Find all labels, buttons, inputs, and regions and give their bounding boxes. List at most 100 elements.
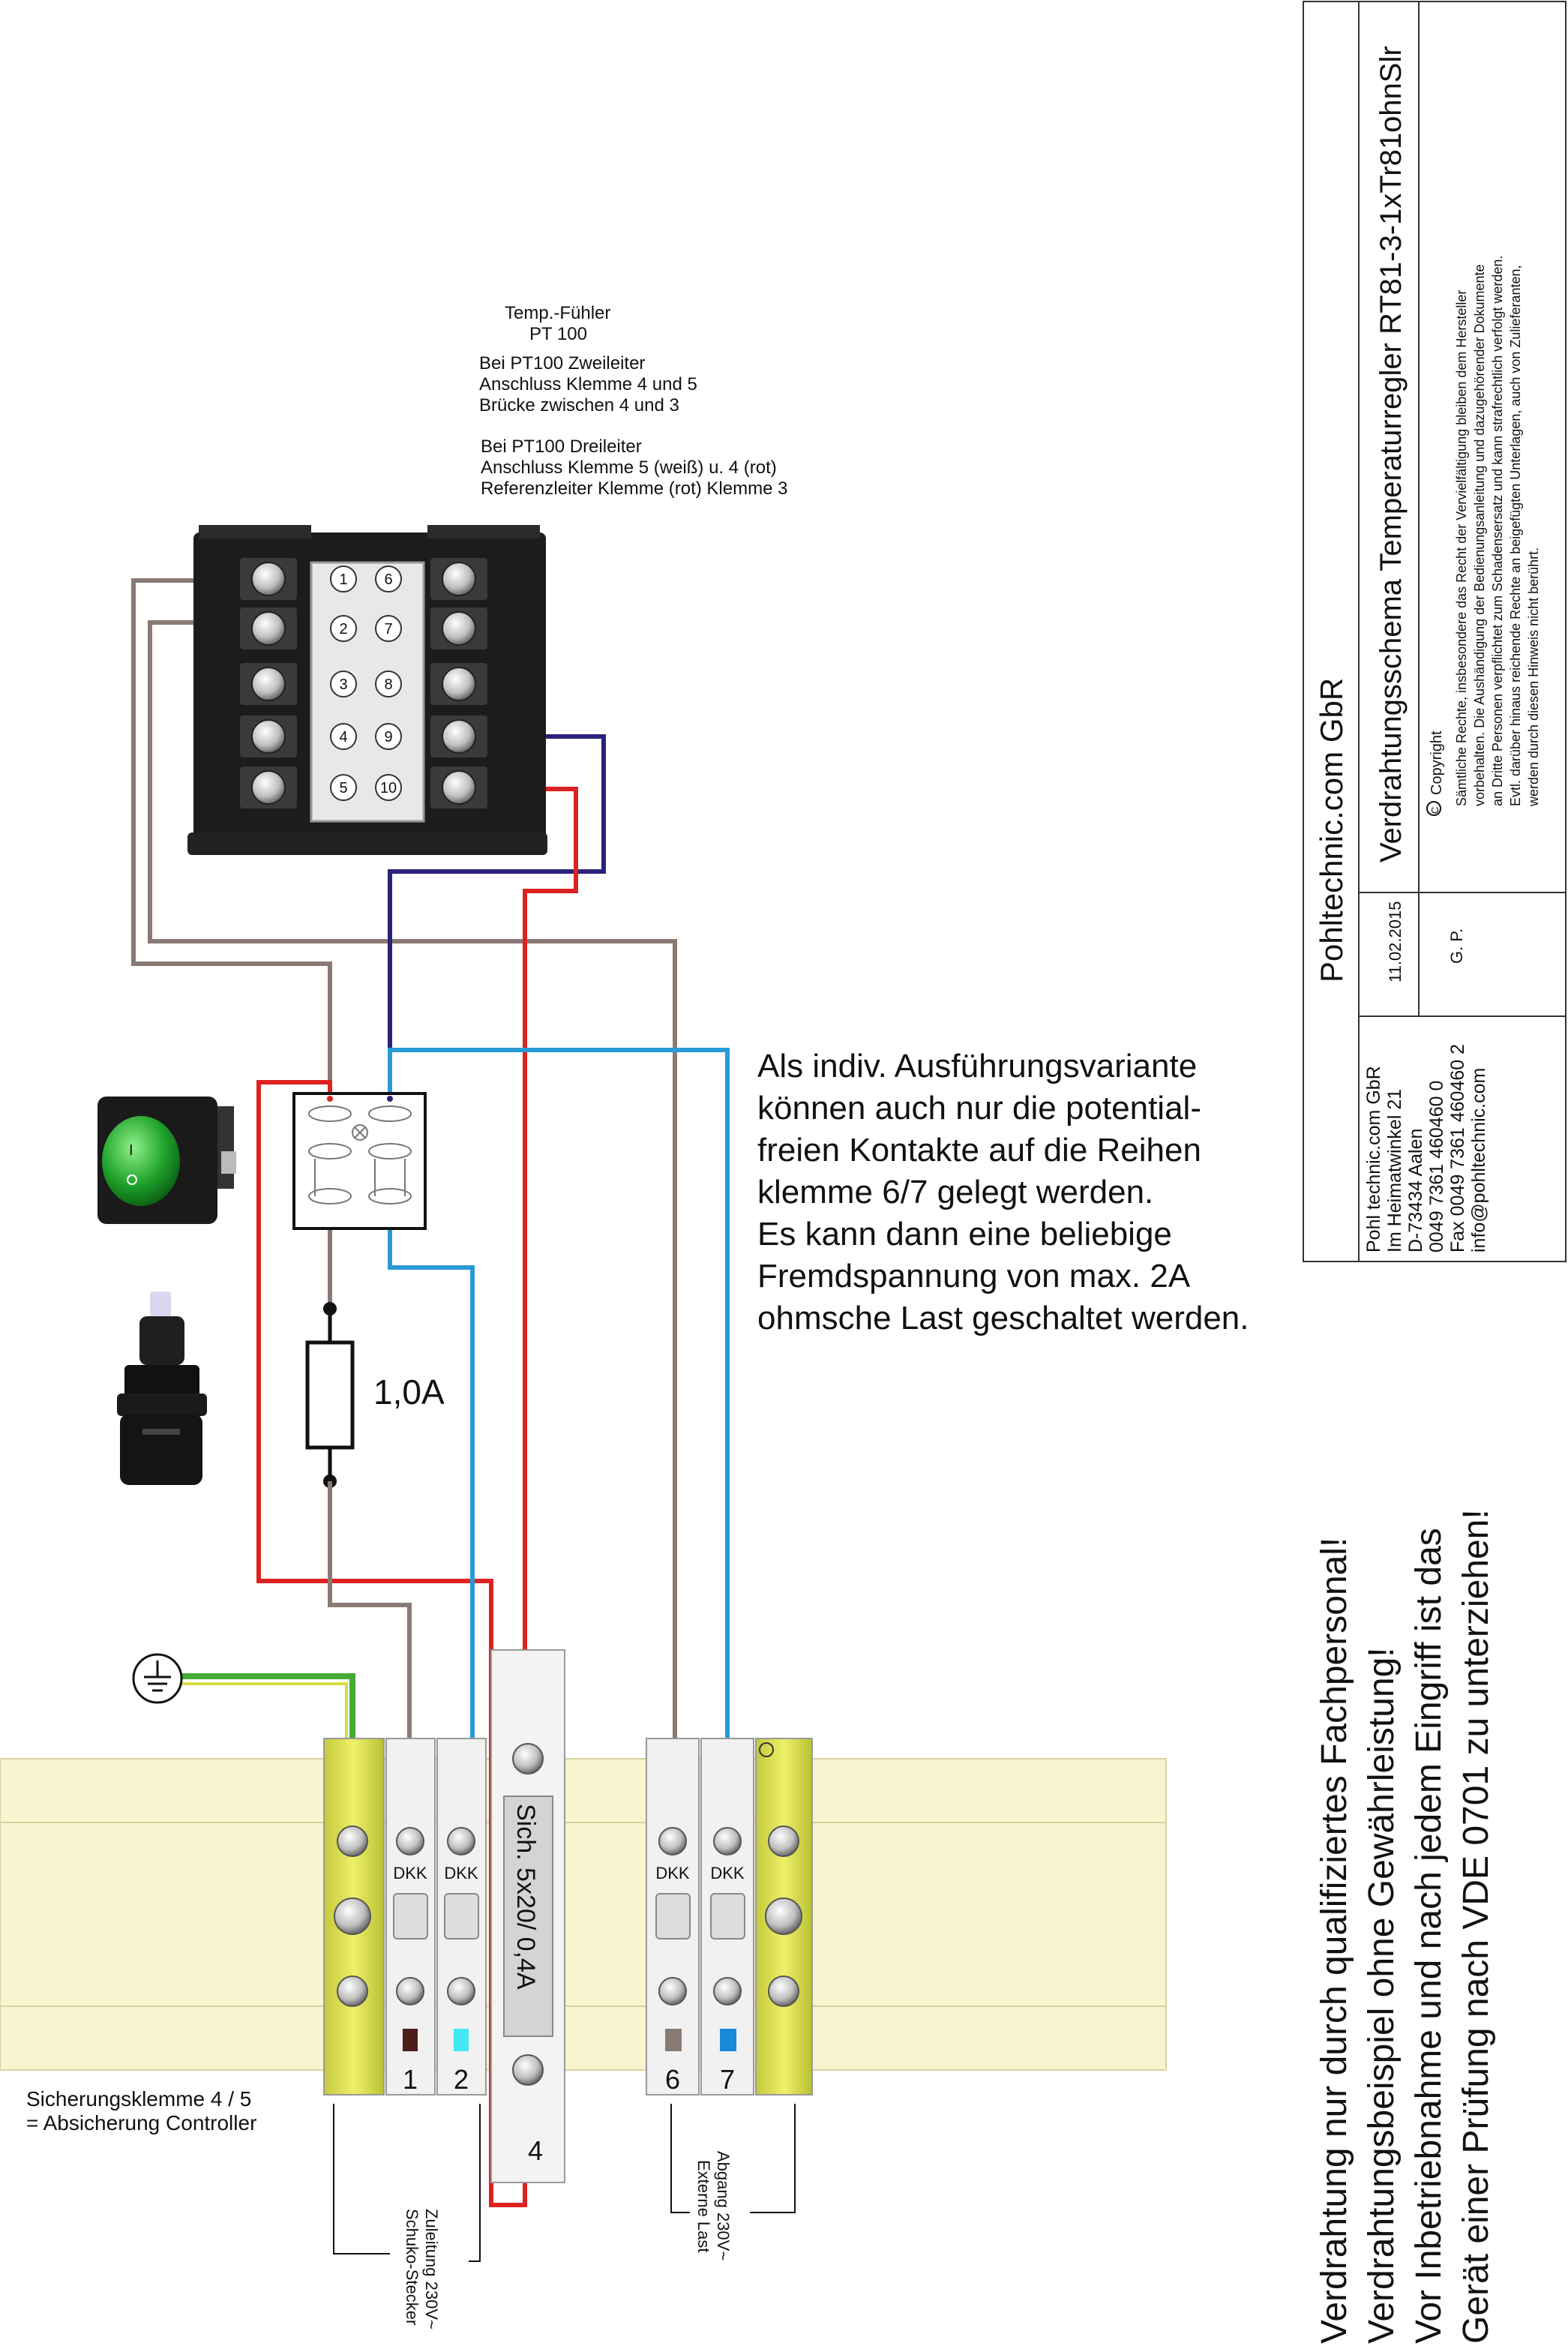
- controller-terminal-label-7: 7: [384, 621, 392, 638]
- three-wire-line-1: Bei PT100 Dreileiter: [481, 436, 642, 457]
- address-line-5: Fax 0049 7361 460460 2: [1447, 1044, 1468, 1252]
- terminal-1-number: 1: [403, 2064, 418, 2095]
- address-line-3: D-73434 Aalen: [1405, 1129, 1426, 1252]
- controller-terminal-marker-8: [375, 670, 402, 698]
- variant-note: Als indiv. Ausführungsvariante können au…: [757, 1048, 1249, 1336]
- variant-line-1: Als indiv. Ausführungsvariante: [757, 1048, 1197, 1084]
- drawing-title: Verdrahtungsschema Temperaturregler RT81…: [1375, 46, 1408, 862]
- copyright-line-5: werden durch diesen Hinweis nicht berühr…: [1526, 548, 1541, 807]
- terminal-6-number: 6: [665, 2064, 680, 2095]
- address-line-1: Pohl technic.com GbR: [1363, 1066, 1384, 1252]
- controller-screw-3: [251, 667, 286, 701]
- terminal-2-number: 2: [454, 2064, 469, 2095]
- fuse-terminal-label: Sich. 5x20/ 0,4A: [511, 1804, 540, 1990]
- controller-screw-6: [442, 562, 476, 596]
- two-wire-line-1: Bei PT100 Zweileiter: [479, 353, 645, 374]
- variant-line-7: ohmsche Last geschaltet werden.: [757, 1300, 1249, 1336]
- variant-line-3: freien Kontakte auf die Reihen: [757, 1132, 1201, 1168]
- warning-line-4: Gerät einer Prüfung nach VDE 0701 zu unt…: [1456, 1509, 1496, 2344]
- address-block: Pohl technic.com GbR Im Heimatwinkel 21 …: [1363, 1044, 1489, 1252]
- controller-screw-10: [442, 770, 476, 805]
- copyright-line-2: vorbehalten. Die Aushändigung der Bedien…: [1472, 264, 1487, 806]
- fuse-rating: 1,0A: [373, 1372, 445, 1412]
- sensor-title: Temp.-Fühler: [505, 303, 610, 323]
- din-rail: [0, 1758, 1167, 2071]
- copyright-line-3: an Dritte Personen verpflichtet zum Scha…: [1490, 256, 1505, 806]
- wire-cyan-switch-out: [388, 1048, 730, 1744]
- rail-annotations: Sicherungsklemme 4 / 5 = Absicherung Con…: [26, 2087, 256, 2134]
- supply-line-1: Zuleitung 230V~: [422, 2209, 441, 2330]
- controller-screw-4: [251, 719, 286, 754]
- controller-terminal-marker-7: [375, 615, 402, 642]
- wire-brown-t1: [131, 578, 332, 1099]
- address-line-2: Im Heimatwinkel 21: [1384, 1089, 1405, 1252]
- controller-terminal-marker-10: [375, 774, 402, 801]
- controller-terminal-label-5: 5: [339, 780, 347, 796]
- controller-screws-left: [240, 558, 297, 808]
- three-wire-line-2: Anschluss Klemme 5 (weiß) u. 4 (rot): [481, 458, 777, 478]
- fuse-holder-image: [117, 1292, 207, 1485]
- company-name: Pohltechnic.com GbR: [1314, 678, 1349, 982]
- wire-earth: [174, 1673, 355, 1744]
- supply-label: Zuleitung 230V~ Schuko-Stecker: [403, 2209, 441, 2330]
- controller-terminal-marker-3: [330, 670, 357, 698]
- warnings: Verdrahtung nur durch qualifiziertes Fac…: [1315, 1509, 1496, 2344]
- controller-terminal-marker-5: [330, 774, 357, 801]
- three-wire-line-3: Referenzleiter Klemme (rot) Klemme 3: [481, 478, 787, 499]
- controller-terminal-marker-2: [330, 615, 357, 642]
- drawing-author: G. P.: [1447, 928, 1466, 964]
- switch-box: [292, 1092, 427, 1230]
- outlet-line-1: Abgang 230V~: [714, 2151, 733, 2260]
- terminal-7: DKK 7: [700, 1738, 754, 2096]
- warning-line-1: Verdrahtung nur durch qualifiziertes Fac…: [1315, 1538, 1354, 2344]
- fuse-note-line-1: Sicherungsklemme 4 / 5: [26, 2087, 251, 2110]
- controller-screw-5: [251, 770, 286, 805]
- terminal-6-type: DKK: [655, 1864, 690, 1882]
- wire-blue-t9: [388, 734, 606, 1099]
- controller-terminal-label-4: 4: [339, 729, 347, 746]
- variant-line-6: Fremdspannung von max. 2A: [757, 1258, 1191, 1294]
- controller-terminal-label-3: 3: [339, 676, 347, 693]
- address-line-4: 0049 7361 460460 0: [1426, 1081, 1447, 1252]
- controller-terminal-label-10: 10: [380, 780, 397, 796]
- wire-brown-switch-fuse: [328, 1208, 412, 1744]
- warning-line-3: Vor Inbetriebnahme und nach jedem Eingri…: [1409, 1528, 1449, 2344]
- controller-screw-8: [442, 667, 476, 701]
- wire-red-switch: [256, 1080, 527, 2207]
- controller-screws-right: [430, 558, 487, 808]
- wire-red-t10: [457, 787, 578, 1650]
- copyright-block: C Copyright Sämtliche Rechte, insbesonde…: [1426, 256, 1541, 816]
- controller-screw-7: [442, 611, 476, 646]
- terminal-pe-right: [755, 1738, 813, 2096]
- terminal-4-fuse: Sich. 5x20/ 0,4A 4: [490, 1649, 565, 2183]
- controller-terminal-label-2: 2: [339, 621, 347, 638]
- fuse-note-line-2: = Absicherung Controller: [26, 2111, 256, 2134]
- title-block: Pohltechnic.com GbR Verdrahtungsschema T…: [1303, 1, 1567, 1262]
- terminal-1-type: DKK: [393, 1864, 427, 1882]
- terminal-2-type: DKK: [444, 1864, 478, 1882]
- copyright-label: Copyright: [1429, 730, 1445, 795]
- switch-mark-i: I: [129, 1142, 133, 1159]
- controller-terminal-marker-1: [330, 566, 357, 592]
- terminal-7-number: 7: [720, 2064, 735, 2095]
- terminal-2: DKK 2: [436, 1738, 487, 2096]
- terminal-1: DKK 1: [385, 1738, 436, 2096]
- supply-line-2: Schuko-Stecker: [403, 2209, 421, 2325]
- sensor-notes: Temp.-Fühler PT 100 Bei PT100 Zweileiter…: [479, 303, 787, 499]
- wire-brown-t2: [148, 620, 677, 1744]
- controller-terminal-marker-6: [375, 566, 402, 592]
- terminal-7-type: DKK: [710, 1864, 745, 1882]
- rocker-switch-image: I: [97, 1096, 236, 1224]
- copyright-line-1: Sämtliche Rechte, insbesondere das Recht…: [1454, 290, 1469, 806]
- variant-line-4: klemme 6/7 gelegt werden.: [757, 1174, 1153, 1210]
- controller-terminal-label-6: 6: [384, 572, 392, 588]
- terminal-pe-left: [323, 1738, 385, 2096]
- controller-terminal-marker-4: [330, 723, 357, 750]
- two-wire-line-2: Anschluss Klemme 4 und 5: [479, 374, 697, 394]
- terminal-6: DKK 6: [646, 1738, 700, 2096]
- drawing-date: 11.02.2015: [1386, 902, 1405, 982]
- controller-terminal-label-8: 8: [384, 676, 392, 693]
